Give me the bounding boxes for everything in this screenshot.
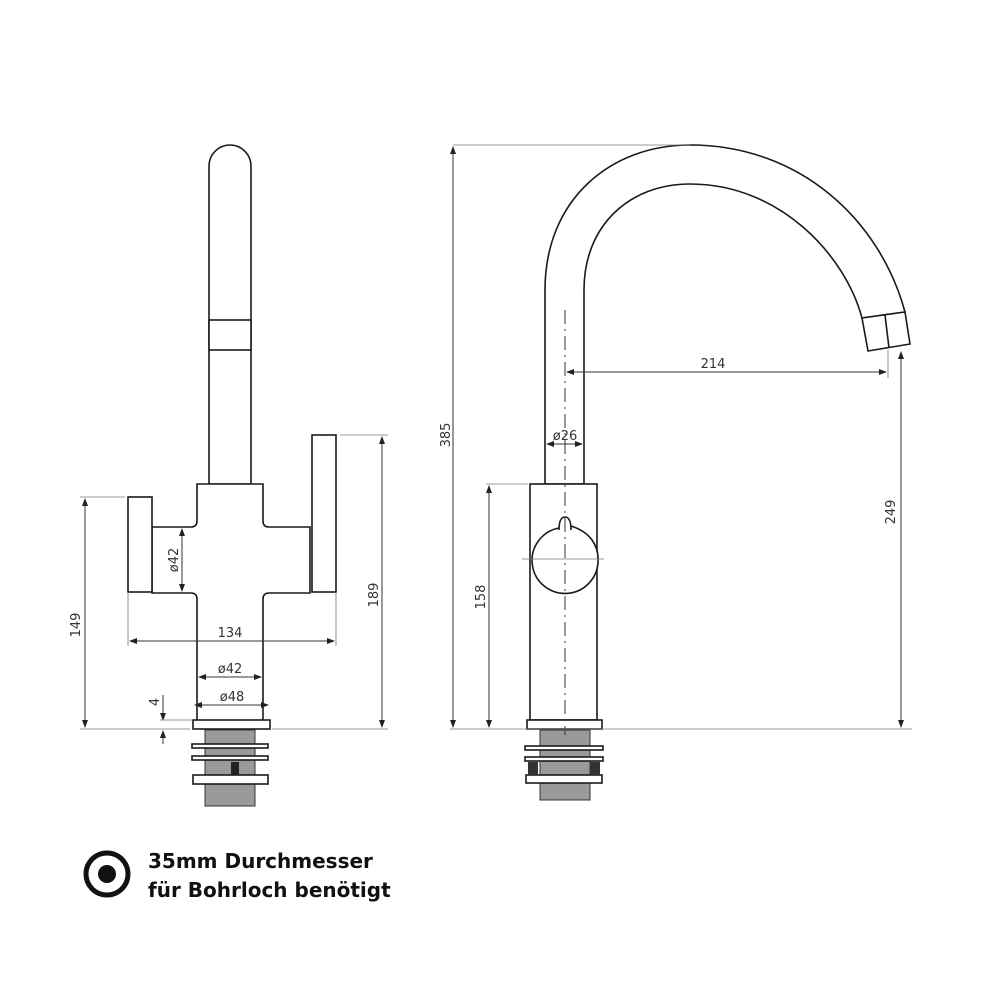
label-134: 134 — [218, 626, 243, 641]
spout-ring — [208, 319, 252, 351]
nut — [192, 774, 269, 785]
aerator — [861, 311, 911, 352]
nut — [525, 774, 603, 784]
label-149: 149 — [69, 613, 84, 638]
label-d26: ø26 — [553, 429, 578, 444]
bolt — [231, 762, 239, 775]
label-158: 158 — [474, 585, 489, 610]
side-thread — [539, 729, 591, 801]
label-d42-v: ø42 — [167, 548, 182, 573]
label-d42-h: ø42 — [218, 662, 243, 677]
front-spout — [208, 144, 252, 485]
label-214: 214 — [701, 357, 726, 372]
label-385: 385 — [439, 423, 454, 448]
side-view: 385 214 ø26 158 249 — [439, 144, 912, 801]
front-body-cross — [151, 483, 311, 723]
label-249: 249 — [884, 500, 899, 525]
front-thread — [204, 729, 256, 807]
label-4: 4 — [148, 698, 163, 706]
note-line-1: 35mm Durchmesser — [148, 849, 373, 873]
front-flange — [192, 719, 271, 730]
label-d48: ø48 — [220, 690, 245, 705]
side-spout — [544, 144, 907, 485]
label-189: 189 — [367, 583, 382, 608]
target-icon — [83, 850, 131, 898]
washer — [191, 743, 269, 749]
left-handle — [127, 496, 153, 593]
right-handle — [311, 434, 337, 593]
front-view: 149 189 134 ø42 ø48 ø42 4 — [69, 144, 388, 807]
note-line-2: für Bohrloch benötigt — [148, 878, 391, 902]
washer — [191, 755, 269, 761]
drill-hole-note: 35mm Durchmesser für Bohrloch benötigt — [148, 847, 391, 905]
